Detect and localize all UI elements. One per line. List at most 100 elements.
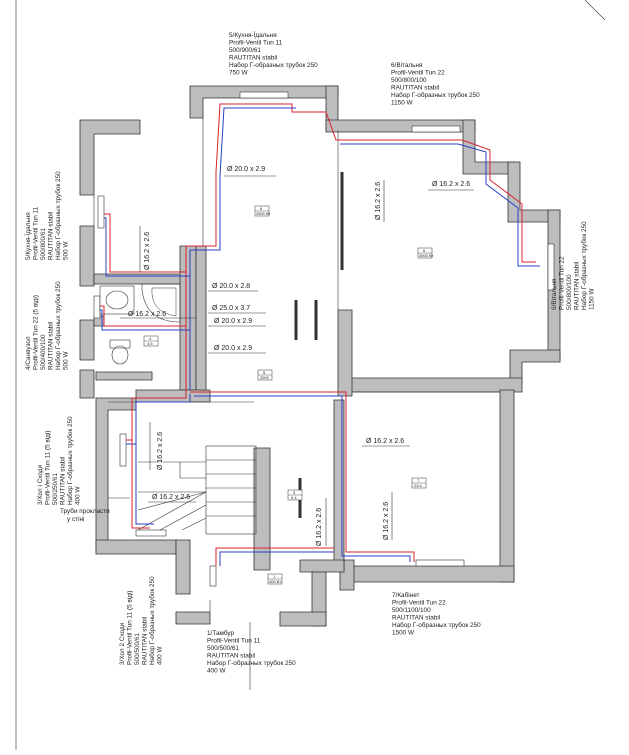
annotation-line: 3/Хол 2 Сходи xyxy=(119,622,126,665)
toilet-tank xyxy=(109,339,131,349)
sheet-corner xyxy=(584,0,606,21)
room-tag-value: 2500 xyxy=(260,375,270,380)
wall-top-left-corner xyxy=(79,119,141,196)
pipes xyxy=(100,103,540,566)
room-tag-number: 1 xyxy=(273,574,276,579)
pipe-return-kitchen xyxy=(189,107,296,390)
pipe-label-p9: Ø 20.0 x 2.9 xyxy=(214,345,252,352)
room-annotation-r5: 5/Кухня-Їдальня Profil-Ventil Tun 11 500… xyxy=(229,31,318,77)
room-annotation-r7: 7/Кабінет Profil-Ventil Tun 22 500/1100/… xyxy=(392,591,481,637)
pipe-return-hall xyxy=(126,394,191,445)
annotation-line: RAUTITAN stabil xyxy=(207,653,255,660)
annotation-line: Profil-Ventil Tun 11 xyxy=(207,638,261,645)
wall-inner-bath-bottom xyxy=(95,371,153,381)
pipe-label-p13: Ø 16.2 x 2.6 xyxy=(316,508,323,546)
pipe-supply-hall xyxy=(126,390,187,441)
wall-left-hall xyxy=(95,397,137,553)
pipe-return-stair xyxy=(135,444,154,525)
pipe-supply-kitchen-left xyxy=(104,213,186,273)
corner-bath-inner xyxy=(151,287,177,317)
wall-inner-col-b xyxy=(195,245,207,393)
annotation-line: 500/250/61 xyxy=(52,473,59,505)
pipe-labels: Ø 20.0 x 2.9 Ø 16.2 x 2.6 Ø 16.2 x 2.6 Ø… xyxy=(128,166,470,546)
washbasin xyxy=(99,285,135,315)
annotation-line: Набор Г-образных трубок 250 xyxy=(54,281,62,370)
annotation-line: RAUTITAN stabil xyxy=(60,457,67,505)
wall-upper-right xyxy=(462,119,516,175)
wall-lower-right xyxy=(499,389,515,583)
room-tag-t3: 4 4.5 xyxy=(143,335,159,347)
radiator-entry xyxy=(209,565,217,587)
annotation-line: Набор Г-образных трубок 250 xyxy=(207,659,296,667)
annotation-line: 500/1100/100 xyxy=(392,607,431,614)
annotation-line: 500/500/61 xyxy=(207,645,239,652)
wall-left-2 xyxy=(79,319,95,361)
pipe-dimension-lines xyxy=(108,175,474,546)
pipe-label-p5: Ø 20.0 x 2.8 xyxy=(212,283,250,290)
wall-center-v xyxy=(337,309,353,397)
annotation-line: Profil-Ventil Tun 11 xyxy=(33,206,40,260)
room-tag-value: 23.4 xyxy=(414,483,423,488)
pipe-label-p7: Ø 20.0 x 2.9 xyxy=(214,318,252,325)
annotation-line: 500/800/100 xyxy=(391,77,427,84)
room-tag-t7: 1 400 Вт xyxy=(267,573,283,585)
annotation-line: 500/400/100 xyxy=(40,334,47,370)
wall-entry-bottom-left xyxy=(175,611,211,625)
wall-stair-right xyxy=(253,447,271,571)
room-tag-number: 4 xyxy=(149,336,152,341)
pipe-return-entry xyxy=(219,551,334,566)
pipe-supply-kitchen xyxy=(185,103,326,390)
wall-entry-left xyxy=(175,539,191,595)
pipe-label-p2: Ø 16.2 x 2.6 xyxy=(144,232,151,270)
bath-fixtures xyxy=(99,283,181,365)
wall-right-step xyxy=(509,349,561,383)
room-annotation-r3a: 3/Хол і Сходи Profil-Ventil Tun 11 (5 ві… xyxy=(36,416,82,505)
annotation-line: 3/Хол і Сходи xyxy=(36,464,44,505)
annotation-line: Profil-Ventil Tun 11 (5 віді) xyxy=(44,431,52,506)
annotation-line: Набор Г-образных трубок 250 xyxy=(391,91,480,99)
room-annotation-r6: 6/Вітальня Profil-Ventil Tun 22 500/800/… xyxy=(391,61,480,107)
pipe-supply-bath xyxy=(100,305,186,327)
annotation-line: 400 W xyxy=(75,486,82,505)
annotation-line: 500 W xyxy=(63,241,70,260)
radiator-bath xyxy=(93,295,101,319)
wall-entry-bottom-right xyxy=(279,611,327,627)
stair-diag xyxy=(137,491,207,511)
room-annotation-r1: 1/Тамбур Profil-Ventil Tun 11 500/500/61… xyxy=(207,629,296,675)
toilet-bowl xyxy=(111,345,129,365)
wall-mid-horizontal xyxy=(339,377,523,393)
pipe-label-p8: Ø 16.2 x 2.6 xyxy=(128,311,166,318)
annotation-line: 500/800/61 xyxy=(40,228,47,260)
room-tag-number: 7 xyxy=(417,478,420,483)
annotation-line: 500 W xyxy=(63,351,70,370)
room-tag-number: 6 xyxy=(260,206,263,211)
annotation-line: 7/Кабінет xyxy=(392,591,420,599)
pipe-label-p6: Ø 25.0 x 3.7 xyxy=(212,305,250,312)
annotation-line: 750 W xyxy=(229,70,248,77)
room-tag-value: 3500 Вт xyxy=(419,253,434,258)
wall-lower-center-b xyxy=(299,559,345,573)
pipe-label-p12: Ø 16.2 x 2.6 xyxy=(152,494,190,501)
radiator-kitchen-left xyxy=(97,195,105,229)
wall-hall-bottom xyxy=(95,539,177,555)
pipe-label-p4: Ø 16.2 x 2.6 xyxy=(432,181,470,188)
room-tag-value: 4.5 xyxy=(147,341,153,346)
annotation-line: 400 W xyxy=(157,646,164,665)
staircase xyxy=(137,445,257,535)
pipe-return-kitchen-left xyxy=(104,217,190,277)
pipe-label-p11: Ø 16.2 x 2.6 xyxy=(366,438,404,445)
annotation-line: Набор Г-образных трубок 250 xyxy=(148,576,156,665)
room-tag-t1: 6 2500 Вт xyxy=(254,205,271,217)
pipe-label-p1: Ø 20.0 x 2.9 xyxy=(227,166,265,173)
room-tag-number: 5 xyxy=(263,370,266,375)
wall-bottom-right xyxy=(339,565,515,583)
radiators xyxy=(93,91,555,690)
annotation-line: Набор Г-образных трубок 250 xyxy=(54,171,62,260)
stair-diag xyxy=(159,504,207,531)
wall-top-room xyxy=(189,85,339,119)
room-tags: 6 2500 Вт 6 3500 Вт 4 4.5 5 2500 3 6.4 xyxy=(143,205,434,585)
annotation-line: Набор Г-образных трубок 250 xyxy=(66,416,74,505)
pipe-note-line-2: у стіні xyxy=(67,515,84,523)
